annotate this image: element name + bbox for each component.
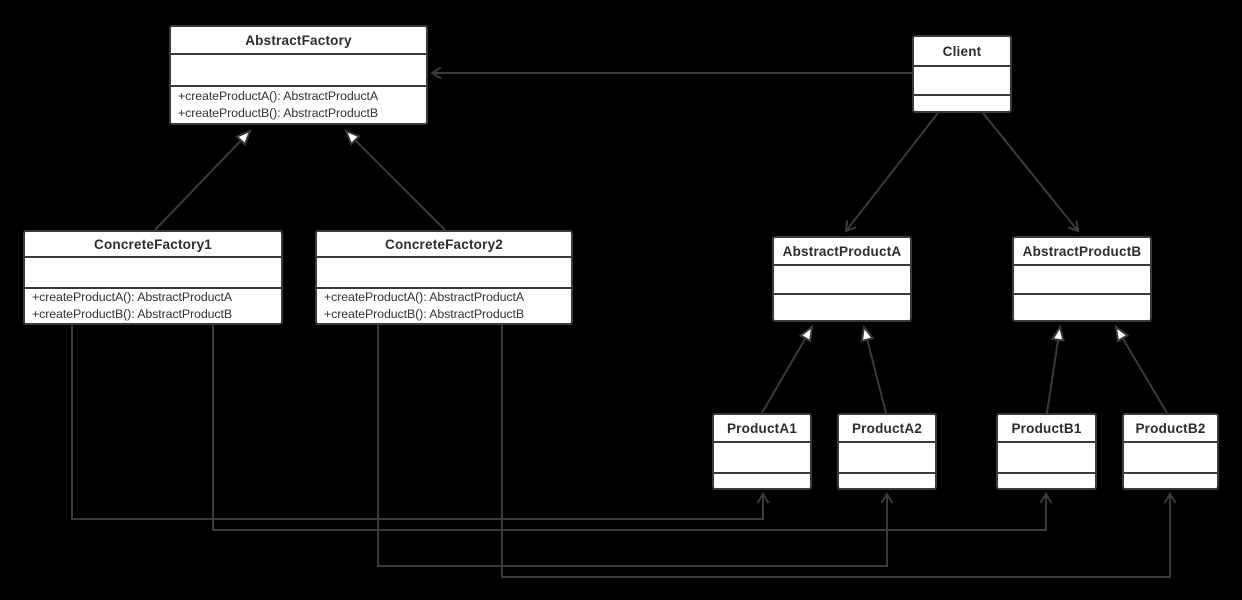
class-title: AbstractProductA <box>774 238 910 266</box>
edge-generalization-producta1-abstractproducta[interactable] <box>761 324 814 414</box>
class-attributes <box>998 443 1095 474</box>
class-attributes <box>839 443 935 474</box>
class-methods <box>774 295 910 320</box>
class-attributes <box>25 258 281 289</box>
class-methods <box>839 474 935 488</box>
edge-generalization-producta2-abstractproducta[interactable] <box>860 324 887 414</box>
class-box-abstractproductb[interactable]: AbstractProductB <box>1012 236 1152 322</box>
class-title: Client <box>914 37 1010 67</box>
class-attributes <box>774 266 910 295</box>
class-box-concretefactory2[interactable]: ConcreteFactory2 +createProductA(): Abst… <box>315 230 573 325</box>
edge-association-client-abstractproducta[interactable] <box>844 112 939 233</box>
class-methods <box>714 474 810 488</box>
class-title: ProductB2 <box>1124 415 1217 443</box>
edge-dependency-concretefactory2-producta2[interactable] <box>377 325 894 567</box>
class-attributes <box>914 67 1010 96</box>
class-attributes <box>1124 443 1217 474</box>
edge-dependency-concretefactory2-productb2[interactable] <box>501 325 1177 578</box>
class-methods: +createProductA(): AbstractProductA +cre… <box>171 87 426 123</box>
method-label: +createProductB(): AbstractProductB <box>32 307 233 321</box>
class-title: AbstractProductB <box>1014 238 1150 266</box>
edge-generalization-concretefactory1-abstractfactory[interactable] <box>154 129 252 231</box>
class-box-client[interactable]: Client <box>912 35 1012 113</box>
class-box-producta1[interactable]: ProductA1 <box>712 413 812 490</box>
class-title: ProductA1 <box>714 415 810 443</box>
class-attributes <box>317 258 571 289</box>
class-methods <box>1124 474 1217 488</box>
method-label: +createProductB(): AbstractProductB <box>324 307 525 321</box>
edge-generalization-productb2-abstractproductb[interactable] <box>1114 324 1168 414</box>
class-box-producta2[interactable]: ProductA2 <box>837 413 937 490</box>
edge-association-client-abstractproductb[interactable] <box>982 112 1080 233</box>
class-methods <box>998 474 1095 488</box>
class-box-concretefactory1[interactable]: ConcreteFactory1 +createProductA(): Abst… <box>23 230 283 325</box>
edge-dependency-concretefactory1-producta1[interactable] <box>71 325 770 520</box>
class-attributes <box>171 55 426 87</box>
class-methods <box>1014 295 1150 320</box>
class-title: AbstractFactory <box>171 27 426 55</box>
edge-generalization-productb1-abstractproductb[interactable] <box>1046 324 1065 414</box>
class-methods: +createProductA(): AbstractProductA +cre… <box>25 289 281 323</box>
class-title: ConcreteFactory1 <box>25 232 281 258</box>
class-title: ConcreteFactory2 <box>317 232 571 258</box>
class-box-productb1[interactable]: ProductB1 <box>996 413 1097 490</box>
method-label: +createProductA(): AbstractProductA <box>324 290 525 304</box>
edge-generalization-concretefactory2-abstractfactory[interactable] <box>344 129 446 231</box>
edge-dependency-concretefactory1-productb1[interactable] <box>212 325 1053 531</box>
class-title: ProductB1 <box>998 415 1095 443</box>
method-label: +createProductA(): AbstractProductA <box>32 290 233 304</box>
class-attributes <box>714 443 810 474</box>
class-box-abstractfactory[interactable]: AbstractFactory +createProductA(): Abstr… <box>169 25 428 125</box>
method-label: +createProductB(): AbstractProductB <box>178 106 379 120</box>
class-box-abstractproducta[interactable]: AbstractProductA <box>772 236 912 322</box>
class-attributes <box>1014 266 1150 295</box>
class-methods: +createProductA(): AbstractProductA +cre… <box>317 289 571 323</box>
method-label: +createProductA(): AbstractProductA <box>178 89 379 103</box>
class-box-productb2[interactable]: ProductB2 <box>1122 413 1219 490</box>
class-methods <box>914 96 1010 111</box>
class-title: ProductA2 <box>839 415 935 443</box>
